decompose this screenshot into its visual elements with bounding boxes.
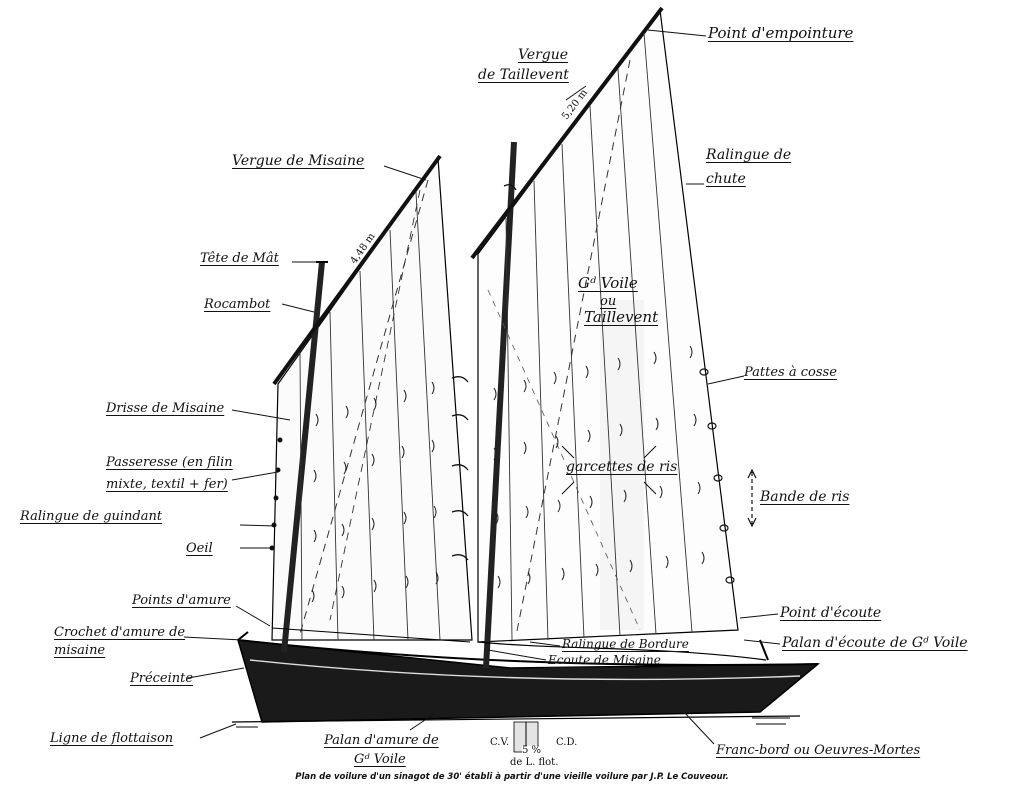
figure-caption: Plan de voilure d'un sinagot de 30' étab… — [295, 772, 729, 782]
label-palan-amure-1: Palan d'amure de — [324, 733, 439, 748]
label-ralingue-chute-2: chute — [706, 171, 746, 187]
label-gd-voile-3: Taillevent — [584, 308, 659, 326]
waterline — [231, 715, 801, 723]
label-tete-mat: Tête de Mât — [200, 251, 279, 266]
label-cv: C.V. — [490, 737, 510, 748]
label-ecoute-misaine: Ecoute de Misaine — [548, 653, 661, 667]
taillevent-reef-points — [493, 345, 705, 589]
label-bande-ris: Bande de ris — [760, 489, 850, 505]
main-mast — [483, 141, 517, 669]
label-pct: 5 % — [522, 745, 542, 756]
label-cd: C.D. — [556, 737, 578, 748]
label-ralingue-chute-1: Ralingue de — [706, 147, 792, 163]
label-ralingue-bordure: Ralingue de Bordure — [562, 637, 689, 651]
label-rocambot: Rocambot — [204, 297, 271, 312]
misaine-seams — [299, 191, 441, 641]
preceinte-strip — [249, 659, 801, 681]
label-palan-ecoute: Palan d'écoute de Gᵈ Voile — [782, 635, 968, 651]
label-pattes-cosse: Pattes à cosse — [744, 365, 837, 380]
taillevent-seams — [505, 32, 693, 641]
label-lflot: de L. flot. — [510, 757, 559, 768]
label-point-ecoute: Point d'écoute — [780, 605, 882, 621]
label-vergue-misaine: Vergue de Misaine — [232, 153, 365, 169]
label-vergue-taillevent-1: Vergue — [518, 47, 569, 63]
bande-ris-arrow — [747, 468, 757, 528]
label-vergue-taillevent-2: de Taillevent — [478, 67, 569, 83]
leech-thimbles — [699, 368, 735, 584]
label-gd-voile-1: Gᵈ Voile — [578, 274, 638, 292]
label-garcettes-ris: garcettes de ris — [566, 459, 678, 475]
label-crochet-2: misaine — [54, 643, 106, 658]
garcettes-leaders — [561, 445, 657, 495]
mast-hoops — [451, 184, 517, 561]
misaine-yard — [272, 154, 442, 386]
bordure-line — [477, 641, 767, 661]
deck-line — [237, 631, 249, 641]
hull-sheer — [237, 639, 819, 666]
label-points-amure: Points d'amure — [132, 593, 231, 608]
label-ralingue-guindant: Ralingue de guindant — [20, 509, 163, 524]
label-gd-voile-2: ou — [600, 294, 617, 309]
label-drisse-misaine: Drisse de Misaine — [106, 401, 225, 416]
label-ligne-flottaison: Ligne de flottaison — [50, 731, 174, 746]
misaine-sail — [271, 156, 473, 641]
label-passeresse-1: Passeresse (en filin — [106, 455, 233, 470]
taillevent-yard — [470, 6, 664, 260]
leader-lines — [183, 29, 781, 745]
label-franc-bord: Franc-bord ou Oeuvres-Mortes — [716, 743, 921, 758]
label-point-empointure: Point d'empointure — [708, 24, 854, 42]
hull — [236, 639, 821, 723]
label-palan-amure-2: Gᵈ Voile — [354, 752, 406, 767]
label-oeil: Oeil — [186, 541, 213, 556]
label-crochet-1: Crochet d'amure de — [54, 625, 186, 640]
misaine-reef-points — [311, 381, 439, 603]
label-preceinte: Préceinte — [130, 671, 194, 686]
label-passeresse-2: mixte, textil + fer) — [106, 477, 228, 492]
